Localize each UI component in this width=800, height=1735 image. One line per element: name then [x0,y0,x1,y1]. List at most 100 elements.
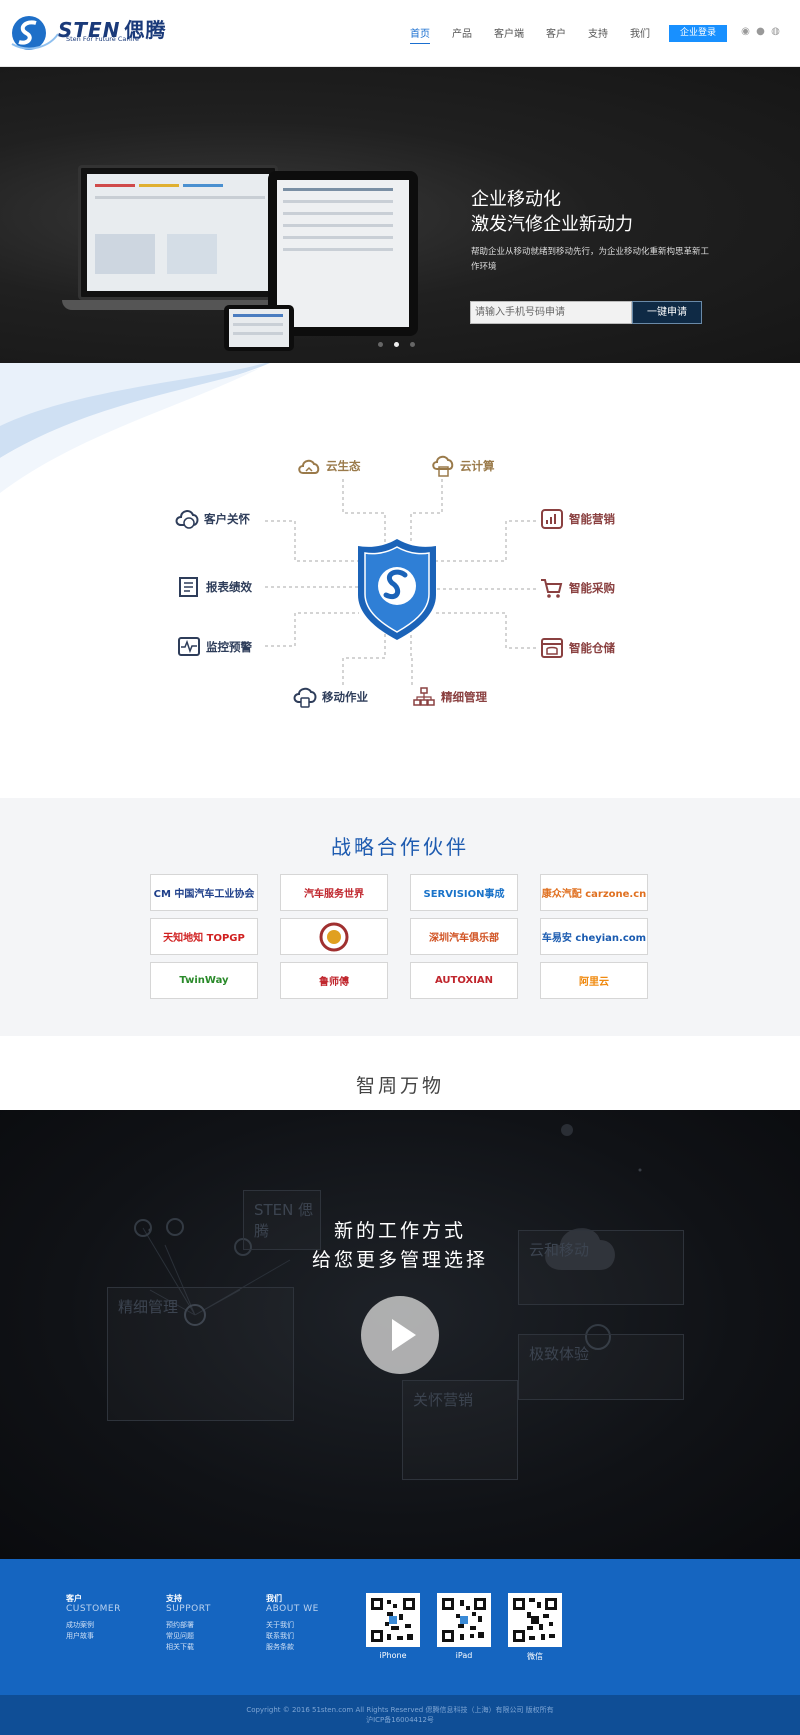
partner-logo[interactable]: 深圳汽车俱乐部 [410,918,518,955]
feature-report-performance: 报表绩效 [177,576,252,598]
copyright-text: Copyright © 2016 51sten.com All Rights R… [246,1706,554,1714]
report-icon [179,577,198,597]
phone-number-input[interactable]: 请输入手机号码申请 [470,301,632,324]
chart-icon [541,509,563,529]
partner-logo[interactable]: 阿里云 [540,962,648,999]
footer-subheading: ABOUT WE [266,1604,319,1614]
nav-support[interactable]: 支持 [588,29,608,40]
video-background-graphic [134,1124,642,1350]
feature-mobile-work: 移动作业 [293,686,368,708]
partner-logo[interactable]: AUTOXIAN [410,962,518,999]
footer-link-cases[interactable]: 成功案例 [66,1621,94,1629]
feature-cloud-computing: 云计算 [431,455,495,477]
feature-smart-marketing: 智能营销 [540,508,615,530]
carousel-dot[interactable] [378,342,383,347]
footer-col-about: 我们 ABOUT WE 关于我们 联系我们 服务条款 [266,1593,319,1653]
logo-tagline: Sten For Future Carlife [66,35,139,43]
qr-label-wechat: 微信 [527,1652,543,1661]
cloud-mobile-card: 云和移动 [518,1230,684,1305]
partner-emblem-icon [319,922,349,951]
footer-subheading: CUSTOMER [66,1604,121,1614]
feature-monitoring-alert: 监控预警 [177,636,252,658]
main-nav: 首页 产品 客户端 客户 支持 我们 [410,25,672,44]
laptop-base [62,300,302,310]
fine-management-card: 精细管理 [107,1287,294,1421]
copyright-bar: Copyright © 2016 51sten.com All Rights R… [0,1695,800,1735]
weibo-icon[interactable]: ◉ [741,26,750,37]
qr-label-ipad: iPad [455,1651,473,1660]
partner-logo[interactable]: CM 中国汽车工业协会 [150,874,258,911]
footer-link-contact[interactable]: 联系我们 [266,1632,294,1640]
footer-col-support: 支持 SUPPORT 预约部署 常见问题 相关下载 [166,1593,211,1653]
enterprise-login-button[interactable]: 企业登录 [669,25,727,42]
monitor-icon [178,637,200,656]
partner-logo-grid: CM 中国汽车工业协会 汽车服务世界 SERVISION事成 康众汽配 carz… [150,874,648,999]
icp-number[interactable]: 沪ICP备16004412号 [366,1716,434,1724]
qr-code-wechat[interactable] [508,1593,562,1647]
footer-link-faq[interactable]: 常见问题 [166,1632,194,1640]
footer-link-about[interactable]: 关于我们 [266,1621,294,1629]
cloud-user-icon [175,510,199,529]
qr-code-ipad[interactable] [437,1593,491,1647]
logo-cn: 偲腾 [124,18,167,42]
footer: 客户 CUSTOMER 成功案例 用户故事 支持 SUPPORT 预约部署 常见… [0,1559,800,1695]
qq-icon[interactable]: ● [756,26,765,37]
carousel-dot[interactable] [410,342,415,347]
partner-logo[interactable]: SERVISION事成 [410,874,518,911]
footer-link-deploy[interactable]: 预约部署 [166,1621,194,1629]
footer-link-terms[interactable]: 服务条款 [266,1643,294,1651]
qr-code-iphone[interactable] [366,1593,420,1647]
laptop-image [78,165,278,300]
footer-heading: 客户 [66,1594,82,1603]
care-marketing-card: 关怀营销 [402,1380,518,1480]
footer-subheading: SUPPORT [166,1604,211,1614]
apply-button[interactable]: 一键申请 [632,301,702,324]
qr-code-icon [440,1596,488,1644]
decorative-swoosh [0,363,270,493]
nav-customers[interactable]: 客户 [546,29,566,40]
feature-customer-care: 客户关怀 [175,508,250,530]
feature-smart-procurement: 智能采购 [540,577,615,599]
nav-clients-app[interactable]: 客户端 [494,29,524,40]
qr-label-iphone: iPhone [379,1651,407,1660]
carousel-dots [378,342,415,347]
hierarchy-icon [413,687,435,706]
video-title-line1: 新的工作方式 [333,1220,466,1242]
qr-code-icon [369,1596,417,1644]
watermark-card: STEN 偲腾 [243,1190,321,1250]
partner-logo[interactable] [280,918,388,955]
nav-products[interactable]: 产品 [452,29,472,40]
partner-logo[interactable]: 康众汽配 carzone.cn [540,874,648,911]
partner-logo[interactable]: 天知地知 TOPGP [150,918,258,955]
footer-heading: 支持 [166,1594,182,1603]
footer-link-stories[interactable]: 用户故事 [66,1632,94,1640]
video-title-line2: 给您更多管理选择 [311,1249,488,1271]
shield-s-icon [358,539,436,640]
cloud-calculator-icon [432,455,454,477]
footer-link-downloads[interactable]: 相关下载 [166,1643,194,1651]
footer-col-customer: 客户 CUSTOMER 成功案例 用户故事 [66,1593,121,1642]
feature-fine-management: 精细管理 [412,686,487,708]
diagram-connectors [265,479,536,685]
nav-about[interactable]: 我们 [630,29,650,40]
phone-image [224,305,294,351]
play-button[interactable] [361,1296,439,1374]
carousel-dot-active[interactable] [394,342,399,347]
hero-description: 帮助企业从移动就绪到移动先行，为企业移动化重新构思革新工作环境 [471,247,710,272]
partner-logo[interactable]: 鲁师傅 [280,962,388,999]
sten-logo-icon[interactable] [10,14,160,52]
partner-logo[interactable]: 汽车服务世界 [280,874,388,911]
qr-code-icon [511,1596,559,1644]
warehouse-icon [541,638,563,658]
cart-icon [541,579,563,598]
nav-home[interactable]: 首页 [410,25,430,44]
partners-section: 战略合作伙伴 CM 中国汽车工业协会 汽车服务世界 SERVISION事成 康众… [0,798,800,1036]
partner-logo[interactable]: 车易安 cheyian.com [540,918,648,955]
cloud-home-icon [298,459,320,474]
wechat-icon[interactable]: ◍ [771,26,780,37]
partner-logo[interactable]: TwinWay [150,962,258,999]
ultimate-experience-card: 极致体验 [518,1334,684,1400]
